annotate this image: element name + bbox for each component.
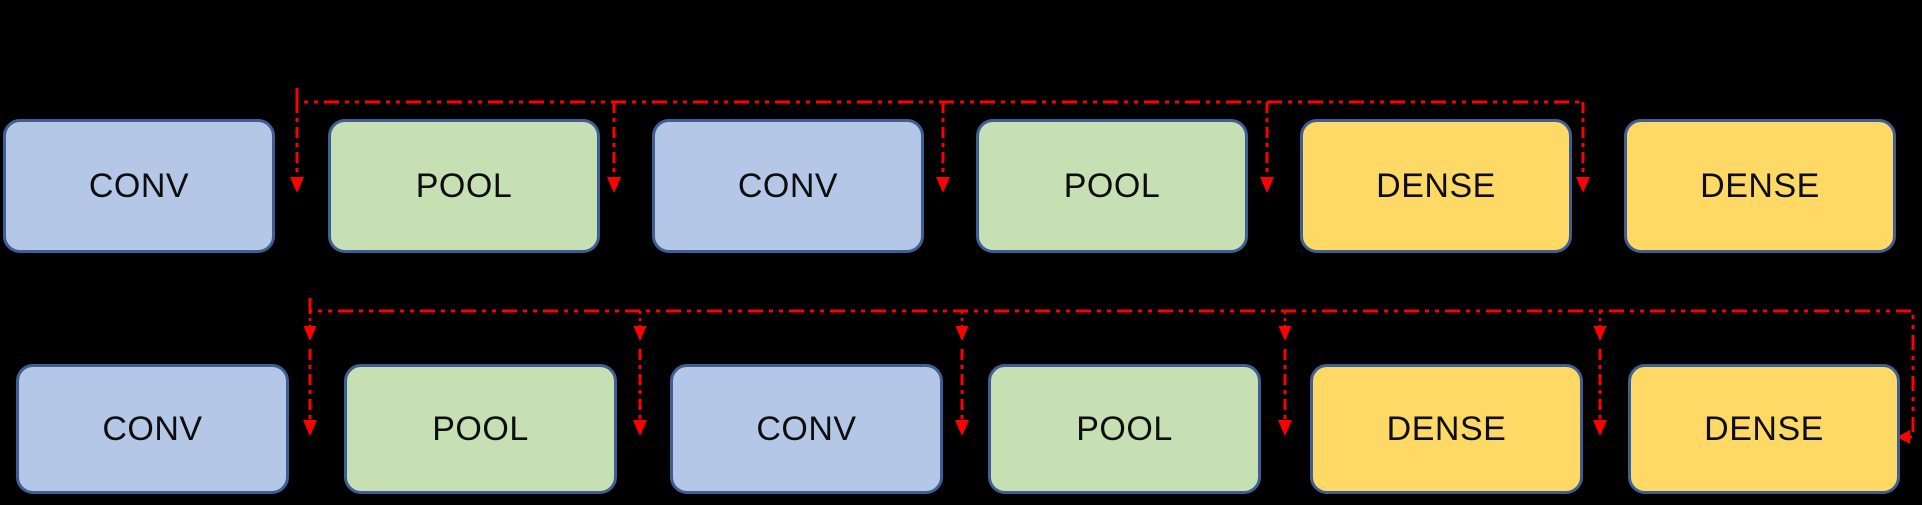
flow-arrowhead [336,423,348,435]
block-net2-dense-1: DENSE [1310,364,1583,494]
arrowhead-down [955,420,969,436]
arrowhead-down [1593,420,1607,436]
arrowhead-down [955,326,969,341]
block-net1-pool-2: POOL [976,119,1248,253]
arrowhead-down [1576,177,1590,193]
arrowhead-down [290,177,304,193]
arrowhead-down [303,420,317,436]
block-label: CONV [756,409,857,448]
block-label: POOL [432,409,529,448]
arrowhead-down [633,326,647,341]
arrowhead-down [1593,326,1607,341]
block-net2-pool-2: POOL [988,364,1261,494]
block-label: DENSE [1376,166,1496,205]
arrowhead-left [1897,430,1910,444]
arrowhead-down [1260,177,1274,193]
dropout-rail-network-2 [308,298,1915,439]
block-label: CONV [88,166,190,205]
block-net1-dense-1: DENSE [1300,119,1572,253]
flow-arrowhead [968,180,980,192]
block-label: CONV [102,409,203,448]
block-net2-conv-2: CONV [670,364,943,494]
dropout-rail-network-2-arrowheads [303,326,1910,444]
flow-arrowhead [1620,423,1632,435]
dropout-rail-network-1 [295,88,1585,178]
block-net1-dense-2: DENSE [1624,119,1896,253]
flow-arrowhead [644,180,656,192]
arrowhead-down [303,326,317,341]
arrowhead-down [633,420,647,436]
arrowhead-down [1278,326,1292,341]
flow-arrowhead [981,423,993,435]
arrowhead-down [936,177,950,193]
dropout-rail-line [308,298,1915,439]
arrowhead-down [607,177,621,193]
block-label: DENSE [1386,409,1507,448]
dropout-rail-line [295,88,1583,104]
block-net1-conv-1: CONV [3,119,275,253]
block-net1-conv-2: CONV [652,119,924,253]
block-label: DENSE [1704,409,1824,448]
block-label: DENSE [1700,166,1820,205]
flow-arrowhead [662,423,674,435]
block-label: POOL [1063,166,1161,205]
block-label: POOL [1076,409,1173,448]
block-label: CONV [737,166,839,205]
dropout-rail-network-1-arrowheads [290,177,1590,193]
block-net1-pool-1: POOL [328,119,600,253]
block-label: POOL [415,166,513,205]
block-net2-dense-2: DENSE [1628,364,1900,494]
block-net2-pool-1: POOL [344,364,617,494]
flow-arrowhead [1302,423,1314,435]
block-net2-conv-1: CONV [16,364,289,494]
flow-arrowhead [1616,180,1628,192]
arrowhead-down [1278,420,1292,436]
flow-arrowhead [320,180,332,192]
flow-arrowhead [1292,180,1304,192]
